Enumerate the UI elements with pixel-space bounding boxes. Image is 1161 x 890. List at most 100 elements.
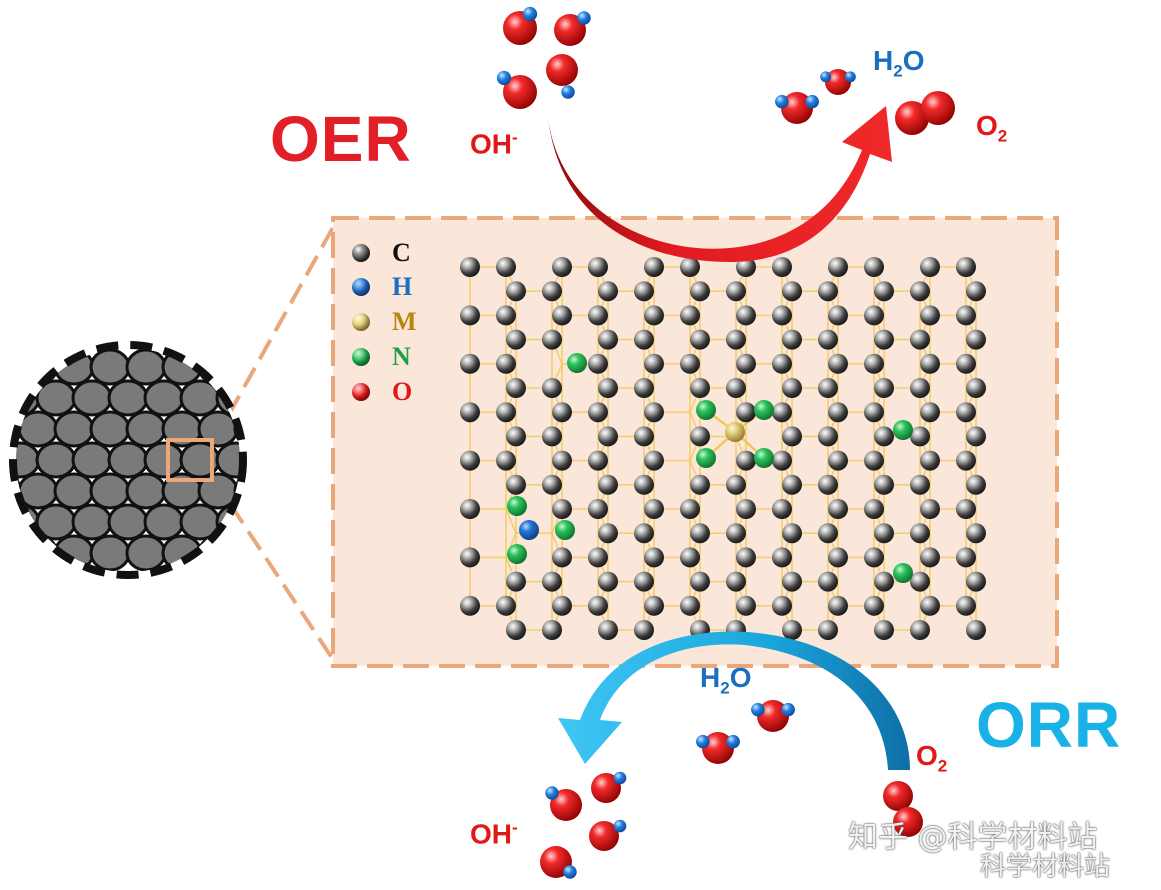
carbon-atom: [588, 257, 608, 277]
nanoparticle: [89, 472, 131, 510]
carbon-atom: [680, 257, 700, 277]
carbon-atom: [460, 499, 480, 519]
carbon-atom: [874, 329, 894, 350]
nanoparticle: [253, 443, 291, 477]
carbon-atom: [920, 499, 940, 519]
carbon-atom: [644, 595, 664, 616]
carbon-atom: [690, 474, 710, 495]
carbon-atom: [910, 474, 930, 495]
carbon-atom: [542, 281, 562, 302]
carbon-atom: [874, 571, 894, 592]
oxygen-atom: [554, 14, 586, 46]
carbon-atom: [736, 305, 756, 326]
nanoparticle: [233, 472, 240, 510]
carbon-atom: [552, 257, 572, 277]
carbon-atom: [542, 426, 562, 447]
carbon-atom: [552, 305, 572, 326]
carbon-atom: [772, 402, 792, 423]
oer-o2-label: O2: [976, 110, 1008, 146]
carbon-atom: [828, 402, 848, 423]
orr-h2o-label: H2O: [700, 662, 752, 698]
oxygen-atom: [550, 789, 582, 821]
carbon-atom: [506, 620, 526, 640]
oer-arrow: [548, 106, 892, 262]
hydrogen-atom: [563, 865, 577, 879]
hydrogen-atom: [751, 702, 765, 717]
carbon-atom: [772, 305, 792, 326]
nitrogen-atom: [696, 448, 716, 468]
nanoparticle: [107, 441, 149, 479]
carbon-atom: [920, 305, 940, 326]
nanoparticle: [271, 412, 309, 446]
nanoparticle: [271, 350, 309, 384]
nanoparticle: [53, 410, 95, 448]
carbon-atom: [496, 257, 516, 277]
carbon-atom: [818, 378, 838, 398]
carbon-atom: [956, 305, 976, 326]
legend-oxygen-dot: [352, 383, 370, 401]
orr-label: ORR: [976, 689, 1122, 761]
carbon-atom: [782, 378, 802, 398]
carbon-atom: [828, 499, 848, 519]
oxygen-atom: [503, 75, 537, 109]
carbon-atom: [736, 402, 756, 423]
carbon-atom: [506, 378, 526, 398]
carbon-atom: [598, 329, 618, 350]
carbon-atom: [818, 571, 838, 592]
carbon-atom: [588, 547, 608, 568]
carbon-atom: [634, 329, 654, 350]
legend-nitrogen-dot: [352, 348, 370, 366]
carbon-atom: [828, 353, 848, 374]
hydrogen-atom: [726, 734, 740, 749]
orr-arrow: [558, 631, 910, 770]
oxygen-atom: [757, 700, 789, 732]
carbon-atom: [496, 353, 516, 374]
carbon-atom: [772, 353, 792, 374]
legend-label-c: C: [392, 238, 411, 267]
carbon-atom: [874, 474, 894, 495]
nanoparticle: [125, 534, 167, 572]
legend-item-o: O: [352, 377, 412, 407]
carbon-atom: [634, 378, 654, 398]
carbon-atom: [910, 329, 930, 350]
carbon-atom: [864, 305, 884, 326]
carbon-atom: [956, 257, 976, 277]
carbon-atom: [782, 523, 802, 544]
carbon-atom: [874, 523, 894, 544]
carbon-atom: [920, 402, 940, 423]
carbon-atom: [736, 547, 756, 568]
oxygen-atom: [883, 781, 913, 811]
carbon-atom: [644, 353, 664, 374]
oxygen-atom: [591, 773, 621, 803]
nanoparticle: [0, 443, 3, 477]
legend-metal-dot: [352, 313, 370, 331]
carbon-atom: [644, 499, 664, 519]
carbon-atom: [874, 378, 894, 398]
nanoparticle: [17, 410, 59, 448]
nanoparticle: [271, 474, 309, 508]
legend-carbon-dot: [352, 244, 370, 262]
oxygen-atom: [893, 807, 923, 837]
carbon-atom: [552, 595, 572, 616]
carbon-atom: [460, 353, 480, 374]
nitrogen-atom: [893, 563, 913, 583]
nanoparticle: [143, 503, 185, 541]
carbon-atom: [598, 523, 618, 544]
carbon-atom: [680, 353, 700, 374]
carbon-atom: [542, 474, 562, 495]
nanoparticle: [16, 348, 23, 386]
carbon-atom: [598, 571, 618, 592]
carbon-atom: [726, 281, 746, 302]
carbon-atom: [874, 426, 894, 447]
carbon-atom: [726, 523, 746, 544]
carbon-atom: [588, 402, 608, 423]
nitrogen-atom: [555, 520, 575, 540]
carbon-atom: [690, 378, 710, 398]
carbon-atom: [598, 281, 618, 302]
carbon-atom: [874, 620, 894, 640]
hydrogen-atom: [561, 85, 575, 99]
carbon-atom: [496, 402, 516, 423]
nanoparticle: [253, 505, 291, 539]
carbon-atom: [552, 499, 572, 519]
